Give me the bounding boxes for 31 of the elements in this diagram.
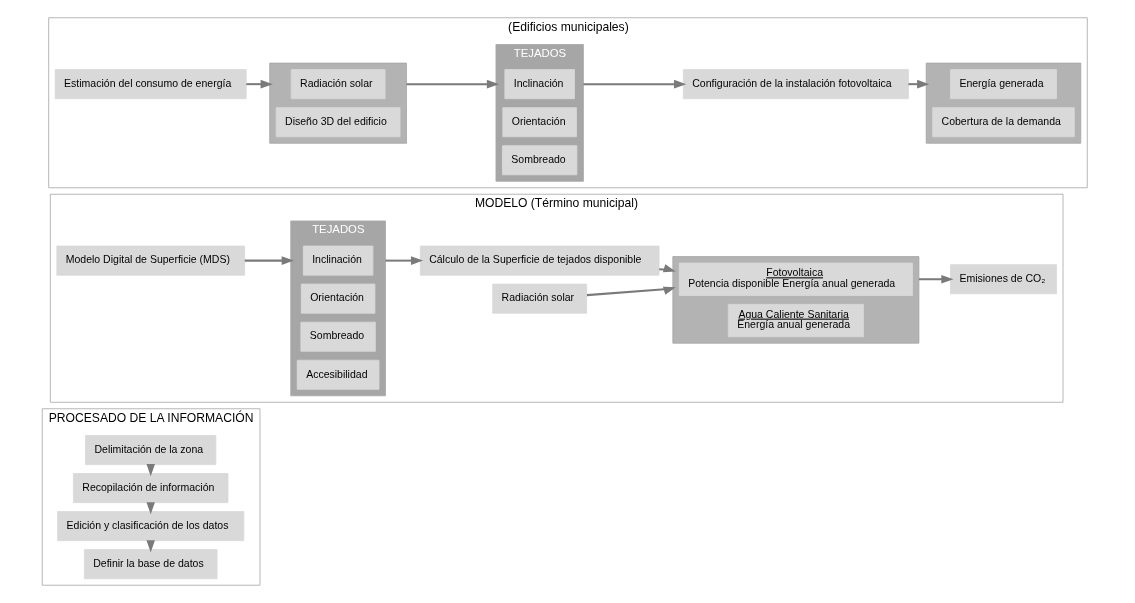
cluster: [268, 62, 407, 144]
node-box: Orientación: [501, 107, 577, 138]
arrow: [245, 79, 273, 89]
node-box: Cálculo de la Superficie de tejados disponible: [419, 245, 659, 276]
cluster: [925, 62, 1081, 144]
arrow: [586, 286, 676, 297]
arrow: [406, 79, 499, 89]
node-box: Cobertura de la demanda: [931, 107, 1075, 138]
node-box: Inclinación: [503, 69, 575, 100]
arrow: [244, 256, 294, 265]
node-box: Emisiones de CO₂: [949, 264, 1057, 295]
arrow: [384, 256, 423, 265]
node-box: Modelo Digital de Superficie (MDS): [55, 245, 245, 276]
node-box: Fotovoltaica Potencia disponible Energía anual generada: [678, 262, 913, 296]
node-box: Definir la base de datos: [83, 549, 217, 580]
node-box: Radiación solar: [290, 69, 385, 100]
node-box: Diseño 3D del edificio: [275, 107, 400, 138]
node-box: Orientación: [300, 283, 375, 314]
node-box: Inclinación: [302, 245, 373, 276]
node-box: Sombreado: [299, 321, 376, 352]
node-box: Radiación solar: [491, 283, 587, 314]
node-box: Sombreado: [501, 145, 577, 176]
node-box: Agua Caliente Sanitaria Energía anual generada: [727, 303, 864, 338]
node-box: Configuración de la instalación fotovoltaica: [682, 69, 909, 100]
node-box: Accesibilidad: [296, 359, 379, 390]
arrow: [907, 79, 929, 89]
cluster: [671, 256, 919, 344]
node-box: Energía generada: [949, 69, 1057, 100]
node-box: Estimación del consumo de energía: [54, 69, 247, 100]
arrow: [582, 79, 686, 89]
arrow: [918, 275, 953, 284]
